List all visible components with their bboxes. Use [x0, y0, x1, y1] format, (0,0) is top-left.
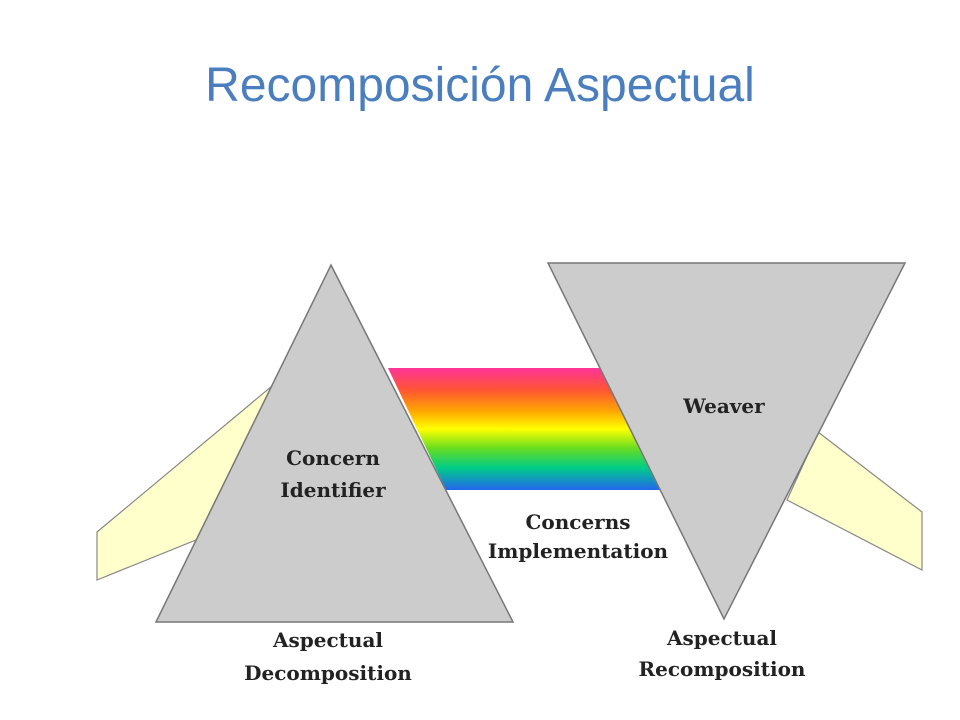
aspectual-recomposition-line2: Recomposition — [639, 657, 806, 681]
concerns-implementation-line1: Concerns — [525, 510, 630, 534]
right-prism — [546, 262, 907, 621]
aspectual-decomposition-line2: Decomposition — [244, 661, 412, 685]
slide-title: Recomposición Aspectual — [205, 59, 755, 112]
aspectual-recomposition-line1: Aspectual — [666, 626, 777, 650]
concerns-implementation-line2: Implementation — [488, 539, 669, 563]
aspectual-decomposition-line1: Aspectual — [272, 628, 383, 652]
concern-identifier-line2: Identifier — [280, 478, 386, 502]
left-prism — [154, 263, 515, 623]
concern-identifier-line1: Concern — [286, 446, 380, 470]
weaver-label: Weaver — [682, 394, 765, 418]
outgoing-beam — [786, 431, 923, 571]
rainbow-band — [388, 368, 660, 490]
